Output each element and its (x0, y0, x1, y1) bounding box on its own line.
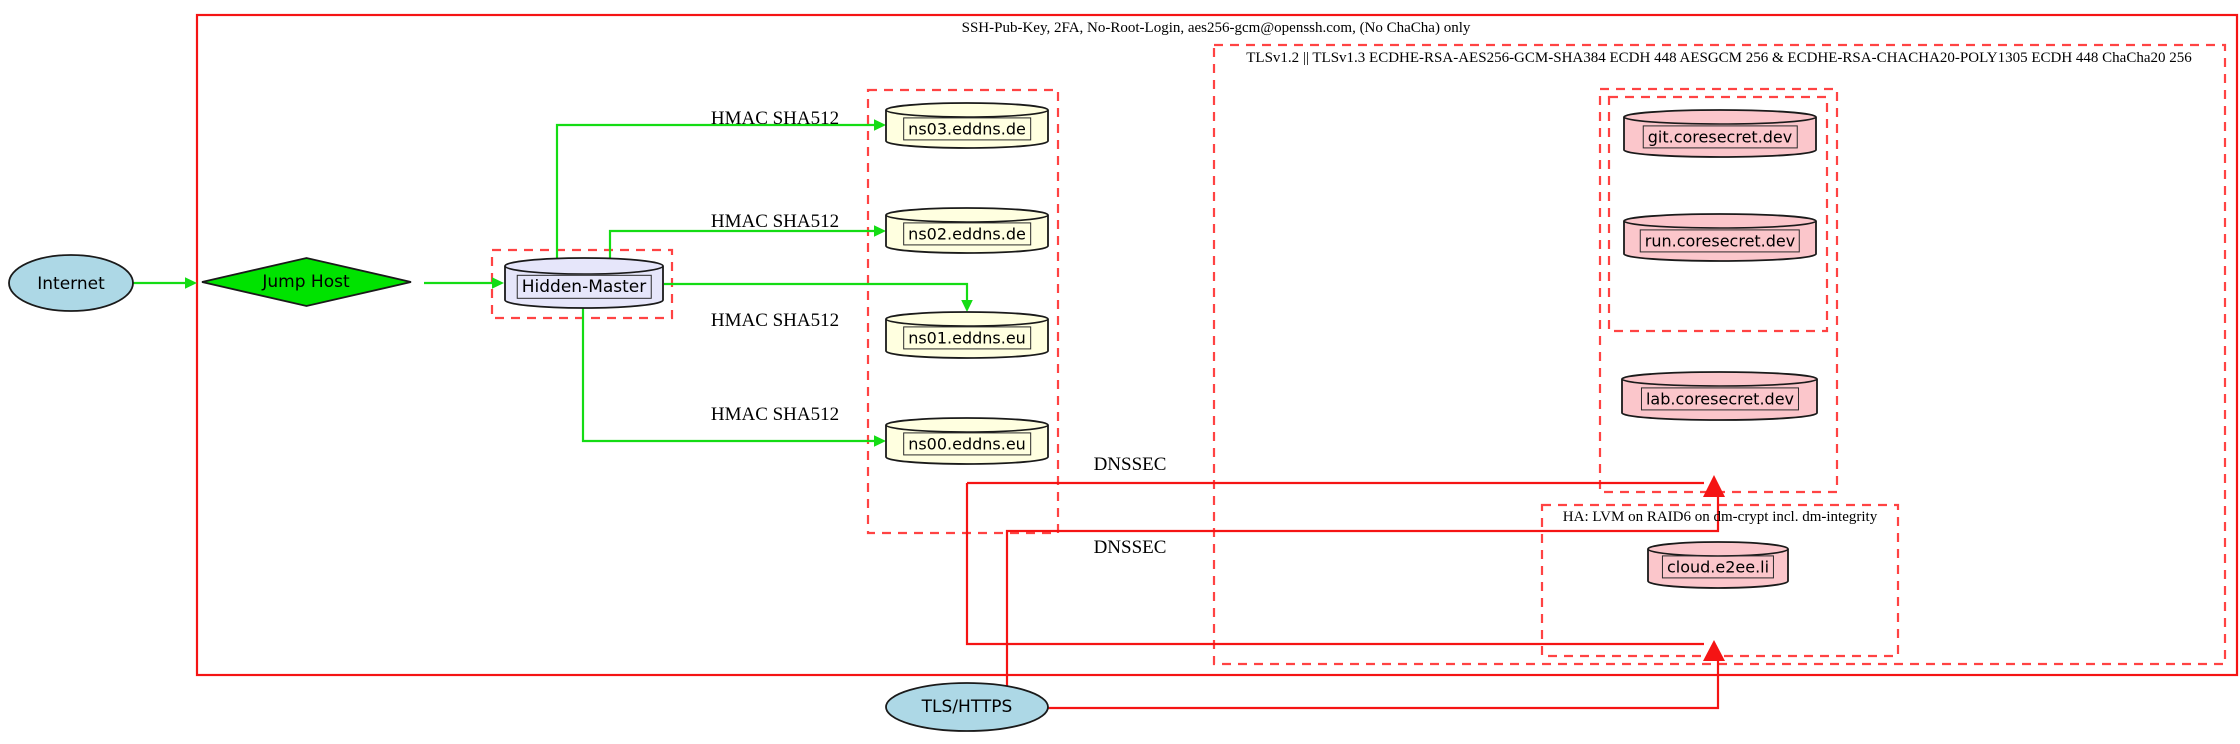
internet-label: Internet (37, 273, 105, 294)
ns02-label: ns02.eddns.de (903, 222, 1031, 246)
arrowhead (874, 435, 886, 447)
ns03-label: ns03.eddns.de (903, 117, 1031, 141)
arrowhead (185, 277, 197, 289)
ha-cluster-label: HA: LVM on RAID6 on dm-crypt incl. dm-in… (1562, 509, 1878, 525)
tls-cluster-box (1212, 43, 2227, 666)
red-edges (965, 475, 1725, 710)
edge-hiddenmaster-to-ns03 (555, 123, 874, 259)
hidden-master-node (504, 257, 664, 309)
edge-hiddenmaster-to-ns01 (664, 282, 969, 300)
arrowhead (961, 300, 973, 312)
cloud-node (1647, 541, 1789, 589)
arrowhead (874, 119, 886, 131)
ns01-label: ns01.eddns.eu (903, 326, 1031, 350)
edge-hiddenmaster-to-ns00 (581, 303, 874, 443)
lab-label: lab.coresecret.dev (1640, 387, 1800, 411)
arrowhead (874, 225, 886, 237)
coresecret-inner-cluster-box (1607, 95, 1829, 333)
arrowhead (1703, 475, 1725, 497)
hidden-master-label: Hidden-Master (516, 274, 652, 300)
edge-dnssec-to-ha (965, 483, 1704, 646)
git-label: git.coresecret.dev (1642, 125, 1798, 149)
hmac-label-ns00: HMAC SHA512 (710, 404, 840, 426)
jump-host-label: Jump Host (262, 271, 350, 292)
hmac-label-ns03: HMAC SHA512 (710, 108, 840, 130)
cloud-label: cloud.e2ee.li (1661, 555, 1775, 579)
dnssec-label-1: DNSSEC (1093, 454, 1167, 476)
edge-hiddenmaster-to-ns02 (608, 229, 874, 259)
dnssec-label-2: DNSSEC (1093, 537, 1167, 559)
ns03-node (885, 102, 1049, 149)
run-label: run.coresecret.dev (1639, 229, 1801, 253)
arrowhead (492, 277, 504, 289)
run-node (1623, 213, 1817, 262)
ssh-cluster-label: SSH-Pub-Key, 2FA, No-Root-Login, aes256-… (961, 20, 1471, 36)
hmac-label-ns02: HMAC SHA512 (710, 211, 840, 233)
arrowhead (1703, 640, 1725, 661)
ha-cluster-box (1540, 503, 1900, 658)
git-node (1623, 109, 1817, 158)
ns00-node (885, 417, 1049, 465)
ns02-node (885, 207, 1049, 254)
edge-tlshttps-to-coresecret (1005, 497, 1720, 687)
ns00-label: ns00.eddns.eu (903, 432, 1031, 456)
jump-host-node (201, 257, 412, 307)
green-edges (133, 119, 973, 447)
tls-https-label: TLS/HTTPS (921, 696, 1013, 717)
dns-cluster-box (866, 88, 1060, 535)
internet-node (8, 254, 134, 312)
ssh-cluster-box (195, 13, 2239, 677)
ns01-node (885, 311, 1049, 359)
tls-cluster-label: TLSv1.2 || TLSv1.3 ECDHE-RSA-AES256-GCM-… (1246, 50, 2192, 66)
lab-node (1621, 371, 1818, 421)
hmac-label-ns01: HMAC SHA512 (710, 310, 840, 332)
edge-tlshttps-to-ha (1048, 661, 1720, 710)
tls-https-node (885, 682, 1049, 732)
